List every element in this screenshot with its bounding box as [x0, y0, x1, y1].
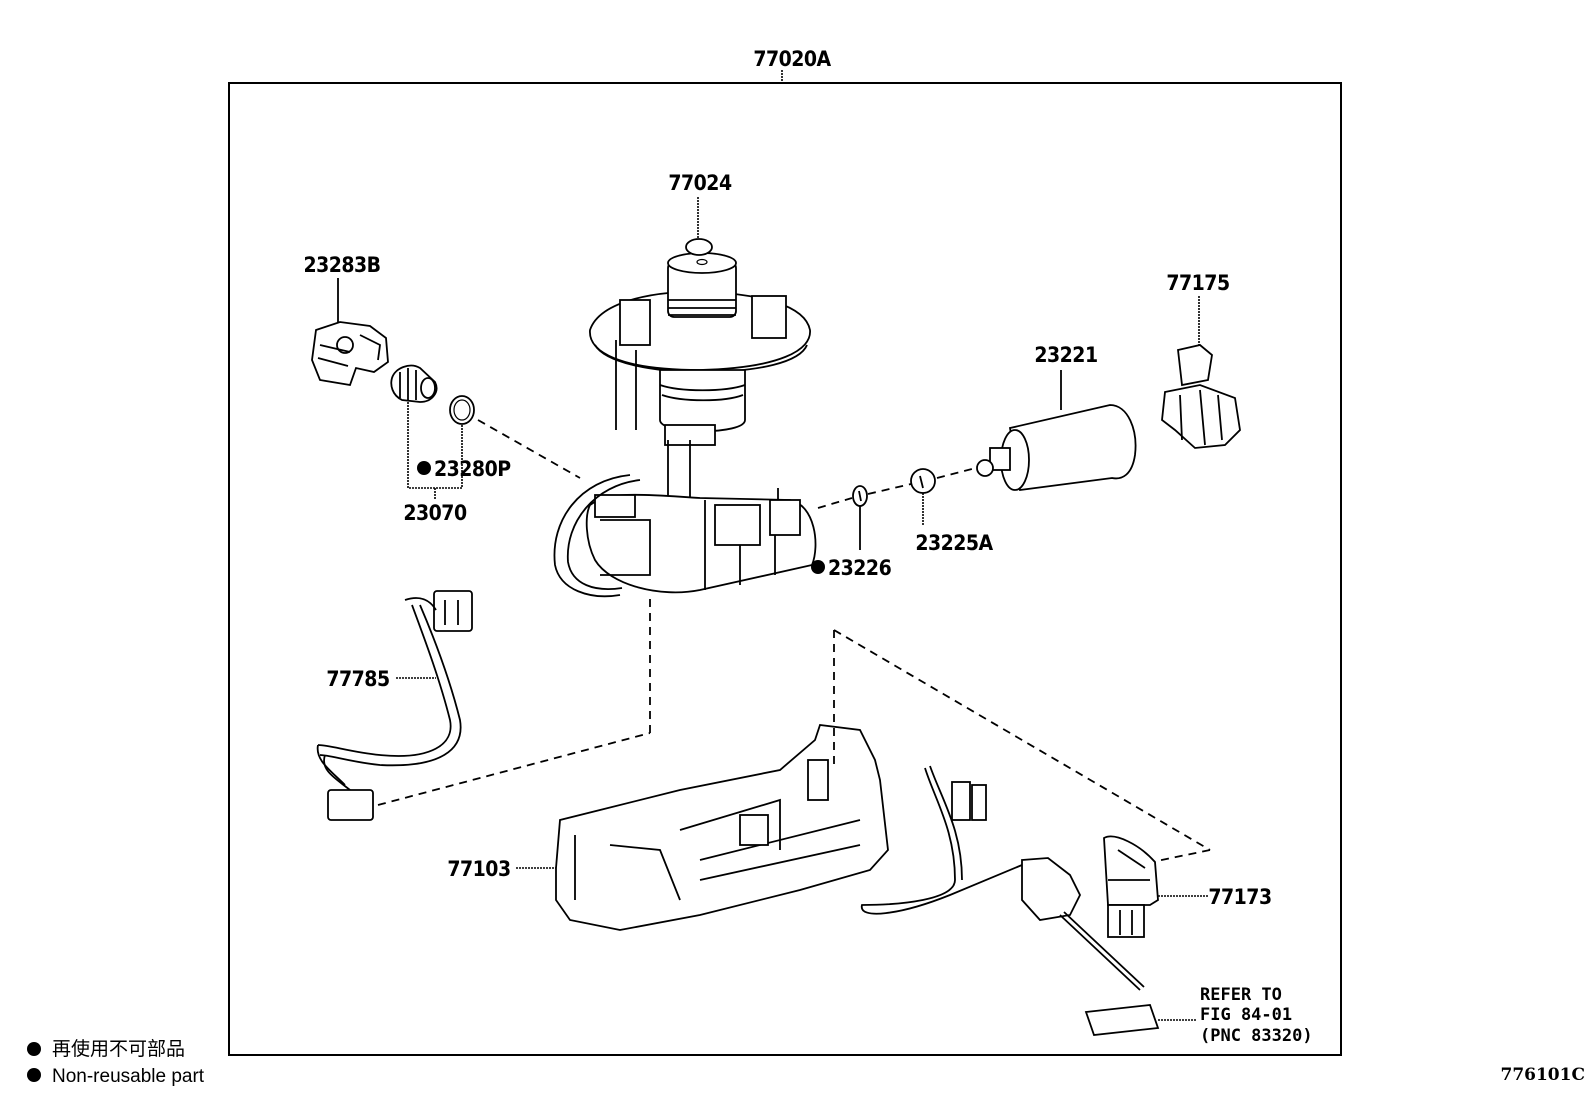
- part-23070-drawing: [390, 364, 581, 500]
- reference-note-line3: (PNC 83320): [1200, 1026, 1313, 1046]
- legend-text-japanese: 再使用不可部品: [52, 1038, 185, 1060]
- part-label-23226: 23226: [828, 556, 892, 580]
- part-label-23283B: 23283B: [303, 253, 380, 277]
- part-77173-drawing: [1103, 835, 1208, 938]
- reference-note-line1: REFER TO: [1200, 985, 1282, 1005]
- part-77785-drawing: [316, 590, 651, 821]
- fuel-pump-body-drawing: [553, 440, 817, 598]
- non-reusable-marker-23280P: [417, 461, 431, 475]
- legend-marker-jp: [27, 1042, 41, 1056]
- part-label-23280P: 23280P: [434, 457, 511, 481]
- part-77024-drawing: [589, 197, 811, 446]
- part-23221-drawing: [936, 370, 1137, 492]
- figure-code: 776101C: [1500, 1065, 1585, 1085]
- part-23283B-drawing: [311, 278, 389, 387]
- part-label-77024: 77024: [668, 171, 732, 195]
- assembly-frame: 77020A: [228, 47, 1342, 1056]
- part-label-23225A: 23225A: [915, 531, 993, 555]
- assembly-label: 77020A: [753, 47, 831, 71]
- part-label-23070: 23070: [403, 501, 467, 525]
- reference-note-line2: FIG 84-01: [1200, 1005, 1292, 1025]
- part-label-77175: 77175: [1166, 271, 1229, 295]
- legend: 再使用不可部品 Non-reusable part: [27, 1038, 205, 1087]
- part-label-23221: 23221: [1034, 343, 1097, 367]
- part-77103-drawing: [516, 629, 1211, 931]
- part-23225A-23226-drawing: [817, 468, 936, 550]
- part-label-77173: 77173: [1208, 885, 1271, 909]
- sender-gauge-wire-drawing: [861, 765, 1196, 1036]
- reference-note: REFER TO FIG 84-01 (PNC 83320): [1200, 985, 1313, 1046]
- legend-text-english: Non-reusable part: [52, 1066, 205, 1087]
- part-label-77785: 77785: [326, 667, 389, 691]
- part-label-77103: 77103: [447, 857, 510, 881]
- legend-marker-en: [27, 1068, 41, 1082]
- part-77175-drawing: [1161, 296, 1241, 449]
- non-reusable-marker-23226: [811, 560, 825, 574]
